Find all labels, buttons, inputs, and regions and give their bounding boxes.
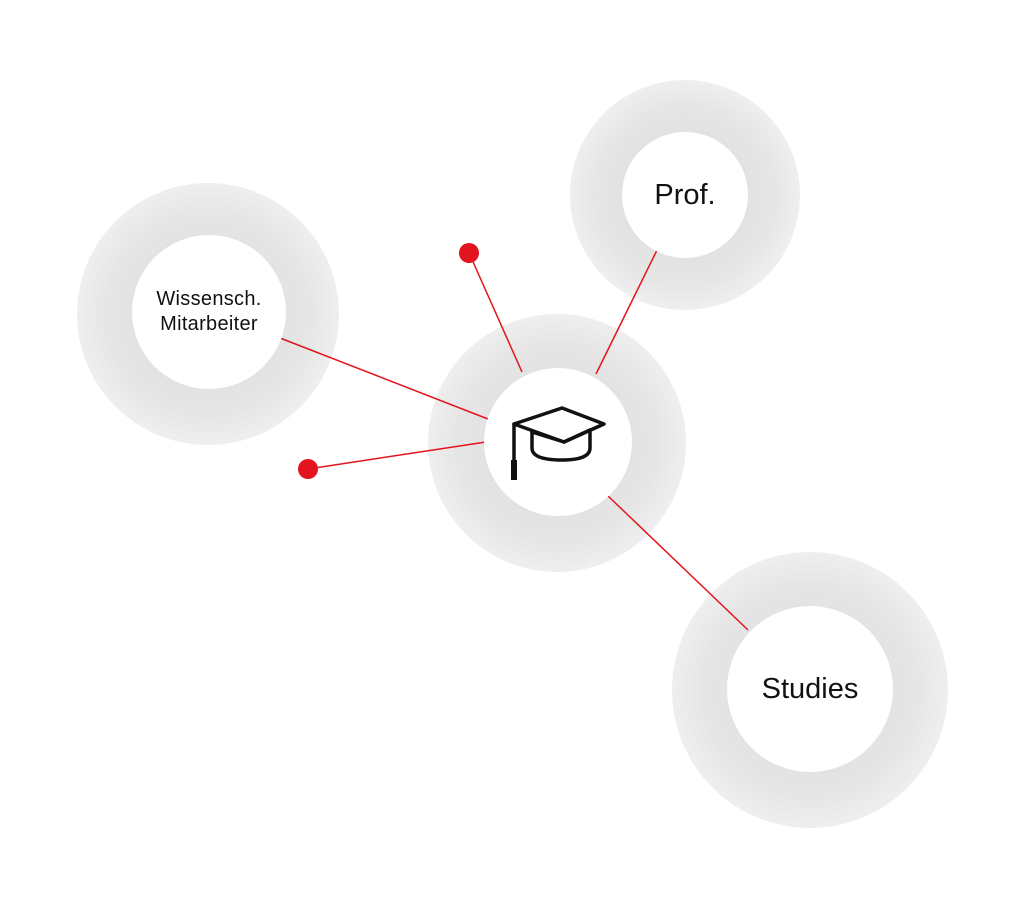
node-studies: Studies — [727, 606, 893, 772]
connector-studies — [606, 494, 749, 631]
connector-wiss — [279, 337, 489, 420]
node-prof: Prof. — [622, 132, 748, 258]
node-wiss-line1: Wissensch. — [156, 288, 262, 310]
node-wiss: Wissensch. Mitarbeiter — [132, 235, 286, 389]
node-prof-label: Prof. — [654, 178, 716, 211]
connector-prof — [595, 243, 661, 375]
connector-left-dot — [307, 441, 487, 470]
endpoint-dot-left — [298, 459, 318, 479]
endpoint-dot-top — [459, 243, 479, 263]
node-center — [484, 368, 632, 516]
graduation-cap-icon — [511, 406, 606, 480]
node-wiss-label: Wissensch. Mitarbeiter — [156, 287, 261, 337]
node-wiss-line2: Mitarbeiter — [160, 313, 258, 335]
connector-top-dot — [469, 254, 523, 373]
node-studies-label: Studies — [761, 672, 859, 705]
